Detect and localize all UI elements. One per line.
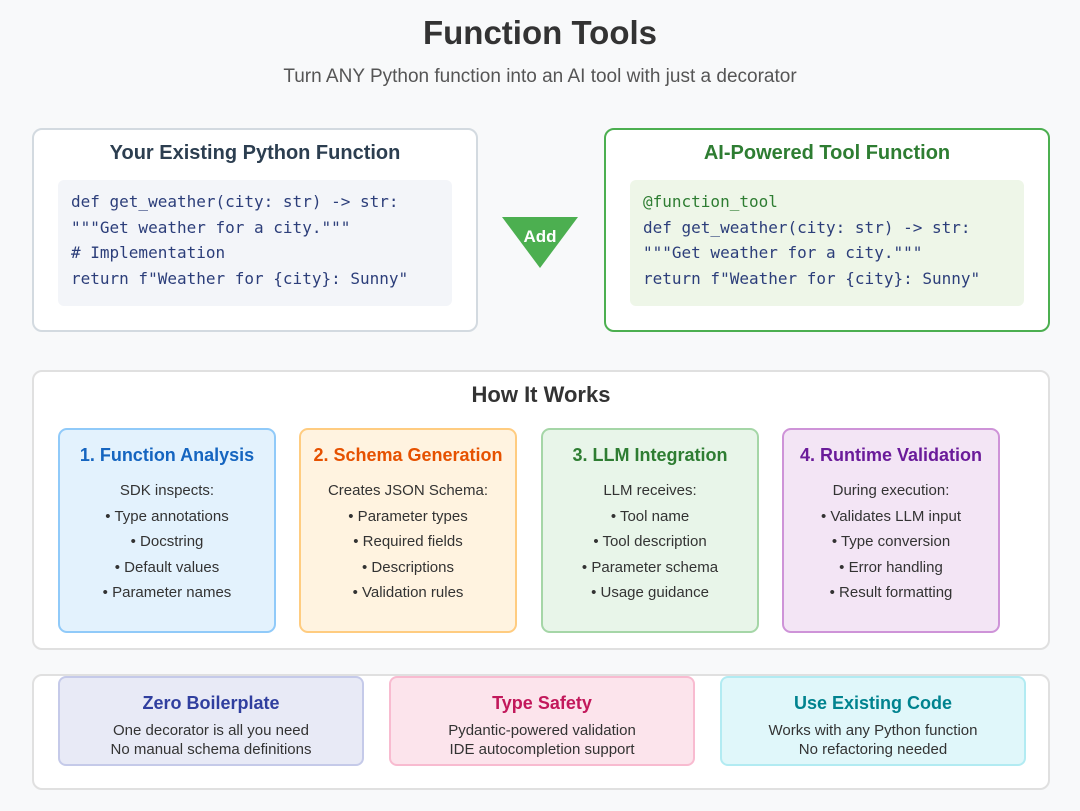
step-title: 1. Function Analysis: [79, 445, 255, 465]
page-subtitle: Turn ANY Python function into an AI tool…: [283, 66, 797, 87]
existing-function-panel: Your Existing Python Function def get_we…: [32, 128, 478, 332]
list-item: • Error handling: [839, 558, 943, 576]
list-item: • Parameter schema: [581, 558, 719, 576]
step-list: • Tool name • Tool description • Paramet…: [543, 504, 757, 606]
list-item: • Type conversion: [831, 533, 951, 550]
list-item: • Docstring: [130, 533, 204, 550]
how-it-works-title: How It Works: [471, 382, 611, 407]
benefit-line: No refactoring needed: [798, 741, 948, 758]
benefit-line: Pydantic-powered validation: [448, 722, 636, 739]
code-line: """Get weather for a city.""": [71, 217, 351, 237]
list-item: • Tool name: [610, 507, 690, 525]
step-intro: LLM receives:: [603, 482, 697, 499]
code-line: return f"Weather for {city}: Sunny": [643, 268, 981, 288]
code-line: """Get weather for a city.""": [643, 243, 923, 262]
list-item: • Required fields: [353, 533, 463, 550]
list-item: • Tool description: [593, 533, 707, 550]
step-title: 4. Runtime Validation: [799, 445, 983, 465]
benefit-card-type-safety: Type Safety Pydantic-powered validation …: [389, 676, 695, 766]
list-item: • Parameter names: [102, 584, 232, 601]
benefit-line: One decorator is all you need: [113, 722, 309, 739]
benefit-card-zero-boilerplate: Zero Boilerplate One decorator is all yo…: [58, 676, 364, 766]
code-line: def get_weather(city: str) -> str:: [71, 192, 399, 211]
tool-function-code: @function_tool def get_weather(city: str…: [630, 180, 1024, 306]
benefit-title: Zero Boilerplate: [142, 693, 280, 713]
step-card-function-analysis: 1. Function Analysis SDK inspects: • Typ…: [58, 428, 276, 633]
step-intro: During execution:: [832, 482, 950, 499]
step-title: 2. Schema Generation: [313, 445, 503, 465]
benefit-line: Works with any Python function: [768, 722, 978, 739]
step-intro: SDK inspects:: [119, 482, 215, 499]
add-arrow-icon: [502, 217, 578, 268]
list-item: • Descriptions: [362, 558, 454, 576]
step-card-llm-integration: 3. LLM Integration LLM receives: • Tool …: [541, 428, 759, 633]
step-list: • Parameter types • Required fields • De…: [301, 504, 515, 606]
list-item: • Type annotations: [105, 507, 229, 525]
benefit-line: IDE autocompletion support: [449, 741, 635, 758]
benefit-card-use-existing-code: Use Existing Code Works with any Python …: [720, 676, 1026, 766]
step-card-schema-generation: 2. Schema Generation Creates JSON Schema…: [299, 428, 517, 633]
step-title: 3. LLM Integration: [572, 445, 728, 465]
list-item: • Result formatting: [829, 584, 953, 601]
existing-function-title: Your Existing Python Function: [109, 142, 401, 164]
benefit-title: Use Existing Code: [793, 693, 953, 713]
tool-function-panel: AI-Powered Tool Function @function_tool …: [604, 128, 1050, 332]
code-line: # Implementation: [71, 243, 226, 262]
page-title: Function Tools: [422, 14, 657, 51]
decorator-line: @function_tool: [643, 192, 778, 211]
list-item: • Validation rules: [352, 584, 464, 601]
list-item: • Parameter types: [348, 507, 468, 525]
list-item: • Validates LLM input: [820, 507, 962, 525]
benefit-title: Type Safety: [492, 693, 592, 713]
step-intro: Creates JSON Schema:: [327, 482, 489, 499]
add-arrow-label: Add: [523, 227, 557, 246]
code-line: return f"Weather for {city}: Sunny": [71, 268, 409, 288]
how-it-works-section: How It Works 1. Function Analysis SDK in…: [32, 370, 1050, 650]
existing-function-code: def get_weather(city: str) -> str: """Ge…: [58, 180, 452, 306]
benefits-section: Zero Boilerplate One decorator is all yo…: [32, 674, 1050, 790]
list-item: • Usage guidance: [591, 584, 709, 601]
step-card-runtime-validation: 4. Runtime Validation During execution: …: [782, 428, 1000, 633]
step-list: • Type annotations • Docstring • Default…: [60, 504, 274, 606]
list-item: • Default values: [114, 558, 220, 576]
benefit-line: No manual schema definitions: [110, 741, 312, 758]
tool-function-title: AI-Powered Tool Function: [703, 142, 951, 164]
code-line: def get_weather(city: str) -> str:: [643, 217, 971, 237]
step-list: • Validates LLM input • Type conversion …: [784, 504, 998, 606]
